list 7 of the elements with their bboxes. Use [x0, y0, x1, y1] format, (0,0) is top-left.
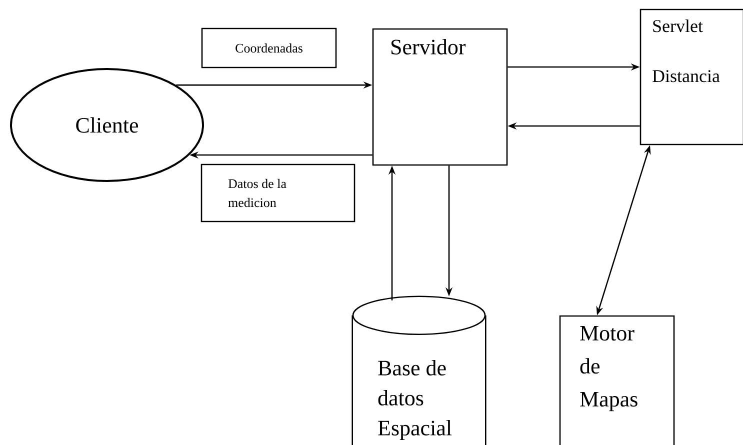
label-box: Datos de la medicion: [200, 164, 356, 222]
database-cylinder: Base de datos Espacial: [352, 296, 486, 440]
server-box: Servidor: [372, 28, 508, 166]
servlet-box: Servlet Distancia: [640, 8, 743, 146]
node-label: Base de datos Espacial: [378, 360, 452, 440]
engine-box: Motor de Mapas: [559, 315, 675, 445]
label-box: Coordenadas: [201, 28, 337, 68]
